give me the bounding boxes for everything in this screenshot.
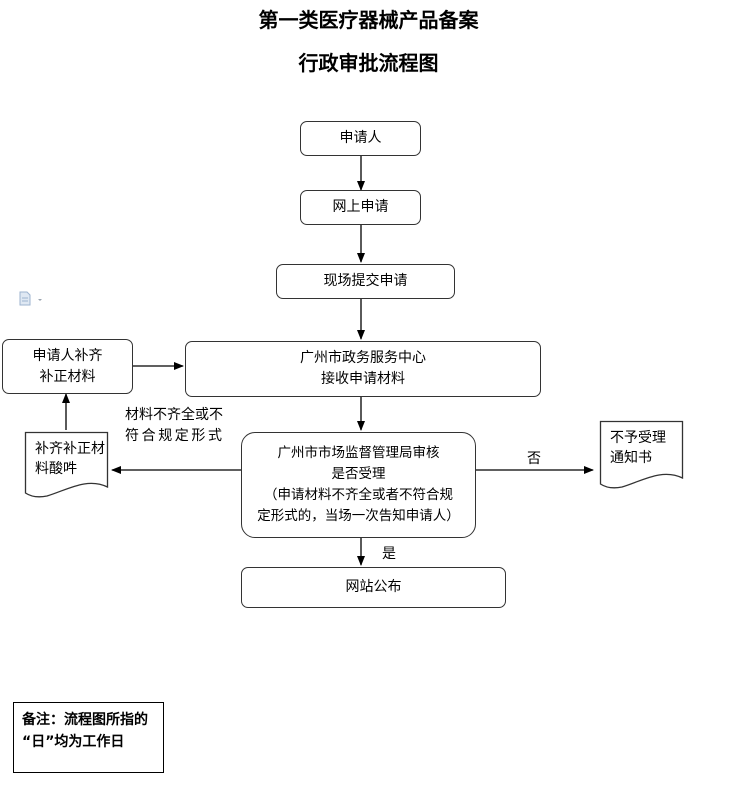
doc-supplement-notice-line1: 补齐补正材 [35,441,105,457]
node-onsite-submission-label: 现场提交申请 [323,273,408,289]
remark-box: 备注：流程图所指的 “日”均为工作日 [13,702,164,773]
remark-line2: “日”均为工作日 [22,734,125,750]
node-review-line2: 是否受理 [331,466,386,482]
node-supplement-line1: 申请人补齐 [32,347,103,364]
doc-rejection-notice-line2: 通知书 [610,450,652,466]
label-yes: 是 [382,546,396,562]
doc-supplement-notice: 补齐补正材 料酸吽 [24,431,109,498]
node-service-center-line1: 广州市政务服务中心 [300,350,426,366]
node-online-application: 网上申请 [300,190,421,225]
node-applicant: 申请人 [300,121,421,156]
flowchart-subtitle: 行政审批流程图 [298,51,439,75]
node-supplement-line2: 补正材料 [39,368,96,385]
doc-supplement-notice-shape [24,431,109,498]
label-no: 否 [527,451,541,467]
node-applicant-label: 申请人 [339,130,382,146]
node-online-application-label: 网上申请 [332,199,389,215]
document-icon [19,291,42,306]
node-onsite-submission: 现场提交申请 [276,264,455,299]
node-supplement-materials: 申请人补齐 补正材料 [2,339,133,394]
doc-rejection-notice: 不予受理 通知书 [599,420,684,489]
node-review-line1: 广州市市场监督管理局审核 [277,445,440,461]
node-service-center-line2: 接收申请材料 [321,371,405,387]
doc-supplement-notice-line2: 料酸吽 [35,461,77,477]
node-review-line3: （申请材料不齐全或者不符合规 [264,487,453,503]
node-website-publish-label: 网站公布 [345,579,402,595]
node-website-publish: 网站公布 [241,567,506,608]
label-incomplete-materials-line1: 材料不齐全或不 [125,407,223,423]
label-incomplete-materials-line2: 符合规定形式 [125,428,225,444]
doc-rejection-notice-shape [599,420,684,489]
node-service-center: 广州市政务服务中心 接收申请材料 [185,341,541,397]
remark-line1: 备注：流程图所指的 [22,712,148,728]
node-review-decision: 广州市市场监督管理局审核 是否受理 （申请材料不齐全或者不符合规 定形式的，当场… [241,432,476,538]
doc-rejection-notice-line1: 不予受理 [610,430,666,446]
node-review-line4: 定形式的，当场一次告知申请人） [257,508,460,524]
flowchart-title: 第一类医疗器械产品备案 [258,8,479,32]
